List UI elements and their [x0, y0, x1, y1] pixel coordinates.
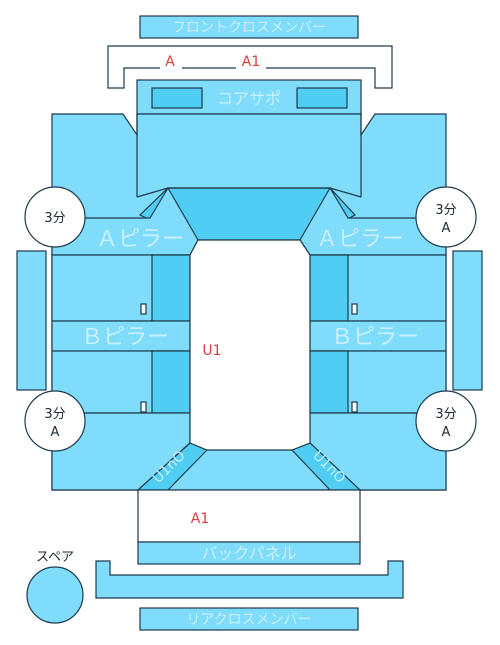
front-door-right-handle	[351, 303, 358, 315]
side-sill-left[interactable]	[16, 250, 47, 391]
u1-mark: U1	[202, 343, 221, 359]
front-door-right-inner	[309, 254, 349, 322]
b-pillar-right[interactable]	[309, 320, 447, 352]
marker-bottom-right[interactable]: 3分 A	[415, 390, 477, 452]
front-cross-member[interactable]	[139, 15, 359, 39]
spare-label: スペア	[36, 550, 74, 565]
svg-text:3分: 3分	[44, 407, 65, 422]
back-panel[interactable]	[137, 541, 361, 565]
rear-door-left-handle	[140, 401, 147, 413]
front-a1-bg	[236, 52, 266, 72]
a-pillar-left-label: Ａピラー	[96, 227, 184, 252]
rear-door-right-inner	[309, 350, 349, 414]
trunk-floor[interactable]	[137, 489, 361, 543]
front-a-mark: A	[165, 54, 175, 70]
marker-top-right[interactable]: 3分 A	[415, 186, 477, 248]
svg-text:A: A	[442, 425, 451, 440]
svg-text:3分: 3分	[435, 203, 456, 218]
marker-top-left[interactable]: 3分	[24, 186, 86, 248]
svg-text:A: A	[442, 221, 451, 236]
front-door-left-handle	[140, 303, 147, 315]
side-sill-right[interactable]	[452, 250, 483, 391]
core-support-left-slot	[151, 87, 203, 109]
b-pillar-right-label: Ｂピラー	[331, 325, 419, 350]
front-a1-mark: A1	[242, 54, 260, 70]
rear-bumper-reinforcement[interactable]	[95, 560, 404, 599]
front-bumper-bracket[interactable]	[107, 45, 393, 89]
svg-text:3分: 3分	[44, 211, 65, 226]
b-pillar-left-label: Ｂピラー	[81, 325, 169, 350]
rear-door-left-inner	[151, 350, 191, 414]
front-a-bg	[160, 52, 182, 72]
a-pillar-right-label: Ａピラー	[316, 227, 404, 252]
svg-text:A: A	[51, 425, 60, 440]
core-support-right-slot	[296, 87, 348, 109]
svg-text:3分: 3分	[435, 407, 456, 422]
rear-door-right-handle	[351, 401, 358, 413]
front-cross-member-label: フロントクロスメンバー	[172, 20, 326, 36]
marker-bottom-left[interactable]: 3分 A	[24, 390, 86, 452]
spare-tire[interactable]	[26, 566, 84, 624]
rear-cross-member-label: リアクロスメンバー	[186, 612, 311, 628]
rear-a1-mark: A1	[191, 511, 209, 527]
back-panel-label: バックパネル	[201, 544, 296, 563]
cabin-opening	[189, 239, 311, 451]
rear-cross-member[interactable]	[139, 607, 359, 631]
core-support-label: コアサポ	[217, 89, 281, 108]
front-door-left-inner	[151, 254, 191, 322]
